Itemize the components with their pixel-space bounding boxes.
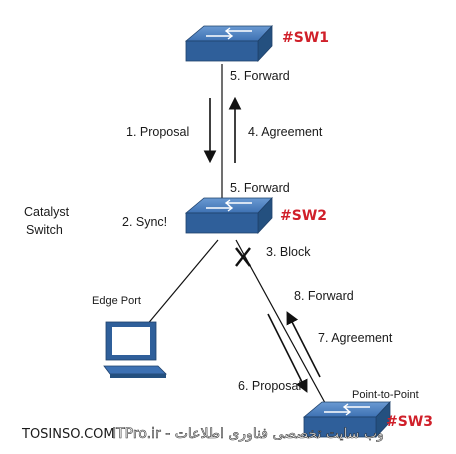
sw3-label: #SW3 [386, 414, 433, 430]
sync-label: 2. Sync! [122, 215, 167, 229]
proposal-arrow-down-lower [267, 313, 308, 393]
point-to-point-label: Point-to-Point [352, 389, 419, 401]
catalyst-label: Catalyst [24, 205, 70, 219]
switch-caption-label: Switch [26, 223, 63, 237]
block-label: 3. Block [266, 245, 311, 259]
forward-lower-label: 8. Forward [294, 289, 354, 303]
computer-icon [103, 321, 167, 378]
edge-port-label: Edge Port [92, 295, 141, 307]
forward-arrow-up [286, 311, 321, 378]
link-sw2-sw3 [235, 239, 331, 413]
switch-sw3-icon [302, 400, 391, 439]
proposal-label: 1. Proposal [126, 125, 189, 139]
watermark-left: TOSINSO.COM [21, 427, 115, 442]
forward-bottom-label: 5. Forward [230, 181, 290, 195]
switch-sw1-icon [184, 24, 273, 63]
agreement-lower-label: 7. Agreement [318, 331, 393, 345]
sw1-label: #SW1 [282, 30, 329, 46]
block-x-icon [235, 247, 251, 267]
sw2-label: #SW2 [280, 208, 327, 224]
agreement-label: 4. Agreement [248, 125, 323, 139]
forward-top-label: 5. Forward [230, 69, 290, 83]
link-sw2-edge [145, 239, 219, 327]
watermark-right: ITPro.ir - وب سایت تخصصی فناوری اطلاعات [112, 426, 384, 442]
switch-sw2-icon [184, 196, 273, 235]
proposal-lower-label: 6. Proposal [238, 379, 301, 393]
